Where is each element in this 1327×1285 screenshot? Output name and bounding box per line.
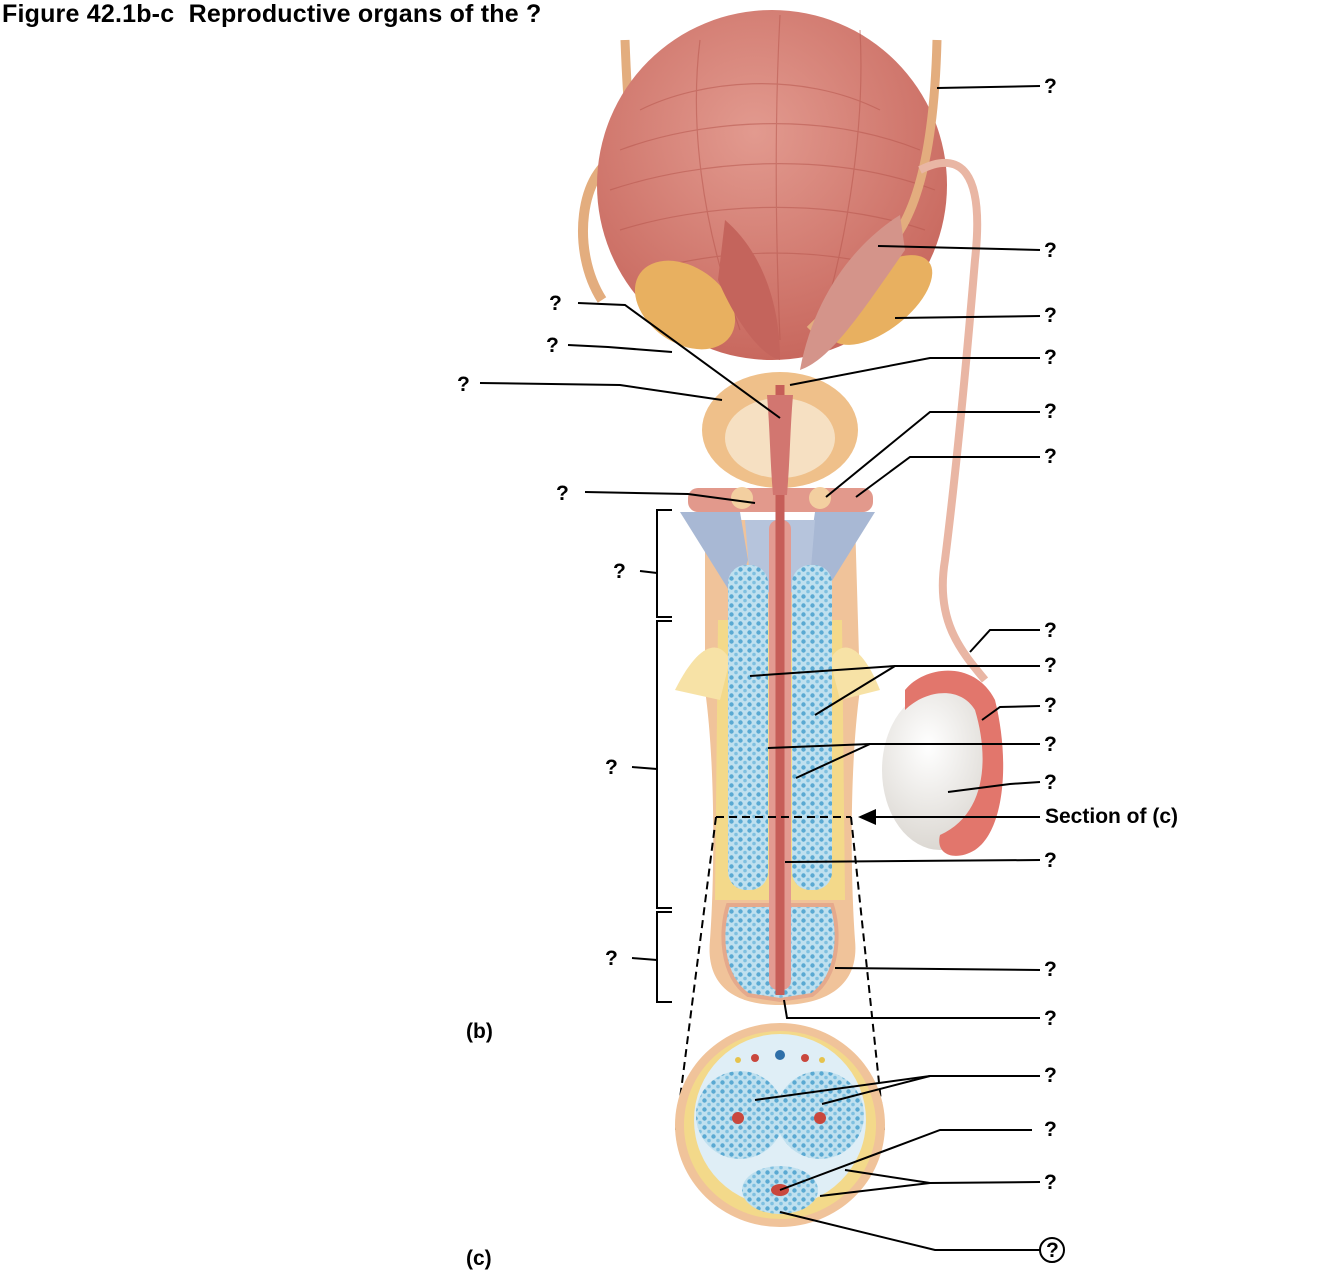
label-right-3: ? [1044,304,1057,327]
label-right-5: ? [1044,400,1057,423]
label-right-16: ? [1044,1118,1057,1141]
label-right-13: ? [1044,958,1057,981]
label-right-17: ? [1044,1171,1057,1194]
label-left-1: ? [549,292,562,315]
label-right-18: ? [1046,1239,1059,1262]
dorsal-nerve-left [735,1057,741,1063]
left-corpus-cavernosum [728,565,768,890]
label-bracket-3: ? [605,947,618,970]
glans-outline [721,903,839,1003]
label-right-6: ? [1044,445,1057,468]
dorsal-nerve-right [819,1057,825,1063]
right-ampulla [800,215,905,370]
pubic-fat [675,647,730,700]
label-right-14: ? [1044,1007,1057,1030]
label-bracket-2: ? [605,756,618,779]
prostatic-urethra [767,395,793,495]
figure-title: Figure 42.1b-c Reproductive organs of th… [2,0,542,28]
left-seminal-vesicle [634,260,736,350]
label-right-15: ? [1044,1064,1057,1087]
left-deep-artery [732,1112,744,1124]
label-right-11: ? [1044,771,1057,794]
right-bulbourethral-gland [809,487,831,509]
section-indicator [675,816,885,1131]
label-left-4: ? [556,482,569,505]
right-seminal-vesicle [827,255,933,345]
left-ampulla [718,220,780,360]
label-left-3: ? [457,373,470,396]
right-vas-deferens [918,158,989,683]
testis [882,690,998,850]
label-right-1: ? [1044,75,1057,98]
dorsal-vein [775,1050,785,1060]
dorsal-artery-left [751,1054,759,1062]
epididymis [905,670,1004,856]
pubic-fat-right [830,647,880,700]
right-deep-artery [814,1112,826,1124]
label-right-2: ? [1044,239,1057,262]
label-right-12: ? [1044,849,1057,872]
left-bulbourethral-gland [731,487,753,509]
panel-c-label: (c) [466,1247,492,1270]
label-right-4: ? [1044,346,1057,369]
label-right-7: ? [1044,619,1057,642]
label-right-18-circled[interactable]: ? [1039,1237,1065,1263]
label-left-2: ? [546,334,559,357]
label-right-9: ? [1044,694,1057,717]
dorsal-artery-right [801,1054,809,1062]
panel-b-label: (b) [466,1020,493,1043]
right-corpus-cavernosum [792,565,832,890]
label-right-8: ? [1044,654,1057,677]
leader-lines [479,85,1041,1251]
section-of-c-label: Section of (c) [1045,805,1178,828]
panel-b-illustration [578,10,1004,1131]
panel-c-cross-section [675,1023,885,1227]
label-right-10: ? [1044,733,1057,756]
section-arrow [858,809,1040,825]
label-bracket-1: ? [613,560,626,583]
